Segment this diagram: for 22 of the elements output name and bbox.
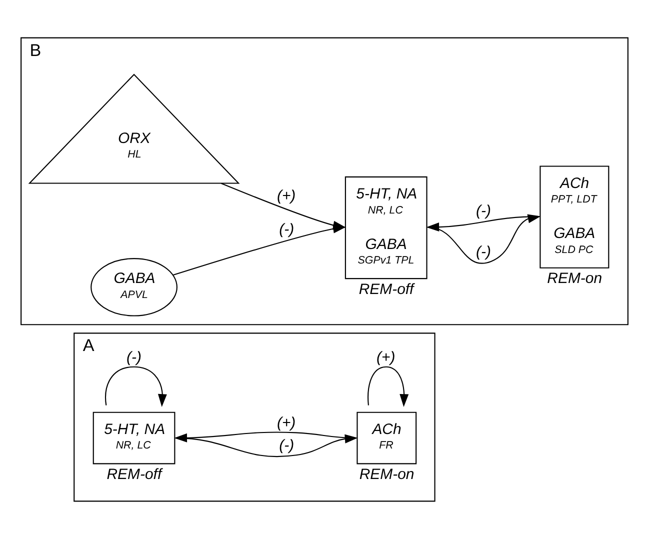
edge-label: (+) (376, 348, 396, 366)
node-ellipse: GABA APVL (90, 258, 178, 316)
arrow (172, 224, 346, 276)
edge-label: (-) (476, 242, 491, 260)
edge-label: (+) (276, 414, 296, 432)
node-box: 5-HT, NA NR, LC GABA SGPv1 TPL (344, 176, 428, 279)
node-box: ACh PPT, LDT GABA SLD PC (540, 165, 610, 268)
edge-label: (-) (476, 202, 491, 220)
edge-label: (-) (279, 436, 294, 454)
edge-label: (-) (279, 220, 294, 238)
node-label: REM-off (358, 280, 414, 298)
edge-label: (-) (126, 348, 142, 366)
arrow (368, 366, 409, 406)
node-label: REM-on (547, 270, 602, 287)
arrow (105, 366, 167, 406)
node-label: REM-on (359, 465, 414, 482)
edge-label: (+) (276, 187, 296, 204)
arrow (426, 216, 540, 232)
node-label: REM-off (106, 465, 162, 482)
arrow (174, 431, 356, 442)
node-box: 5-HT, NA NR, LC (92, 411, 176, 464)
node-box: ACh FR (356, 411, 417, 464)
